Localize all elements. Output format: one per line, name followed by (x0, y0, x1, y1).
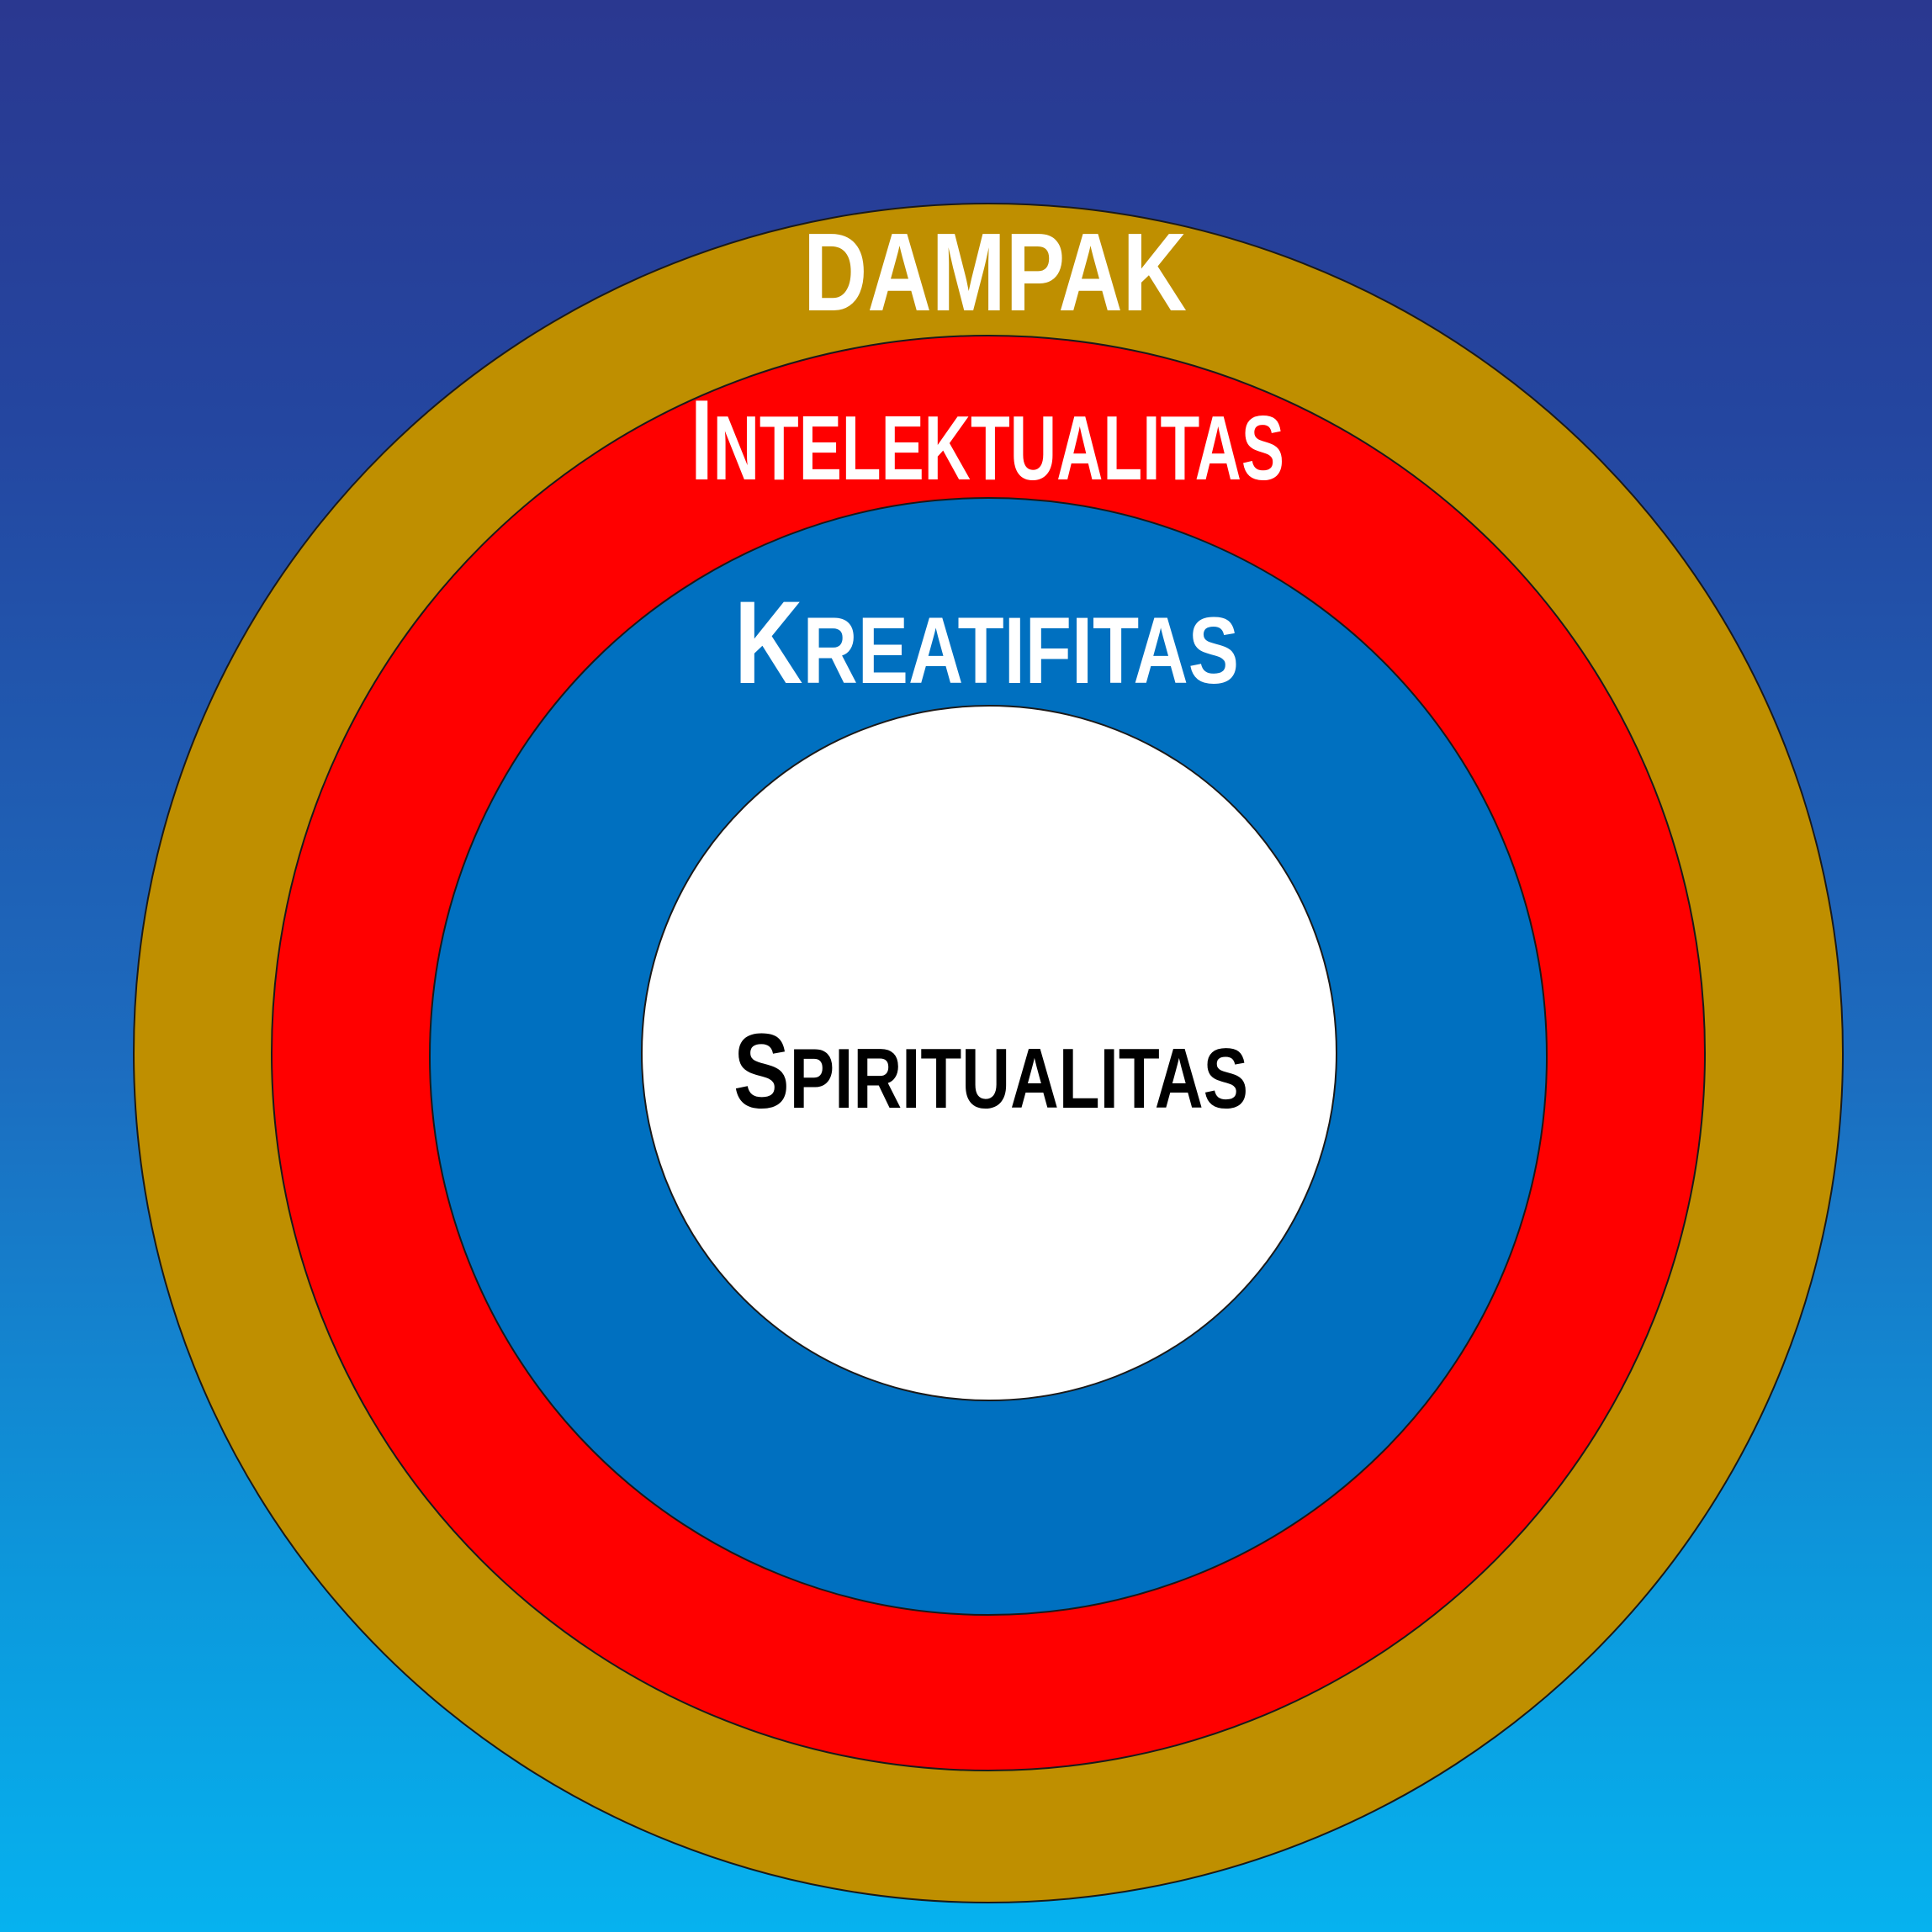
core-spiritualitas (641, 705, 1337, 1401)
label-spiritualitas: SPIRITUALITAS (733, 1012, 1248, 1130)
label-intelektualitas: INTELEKTUALITAS (691, 376, 1284, 504)
label-dampak: DAMPAK (803, 210, 1187, 334)
label-kreatifitas: KREATIFITAS (734, 576, 1239, 708)
